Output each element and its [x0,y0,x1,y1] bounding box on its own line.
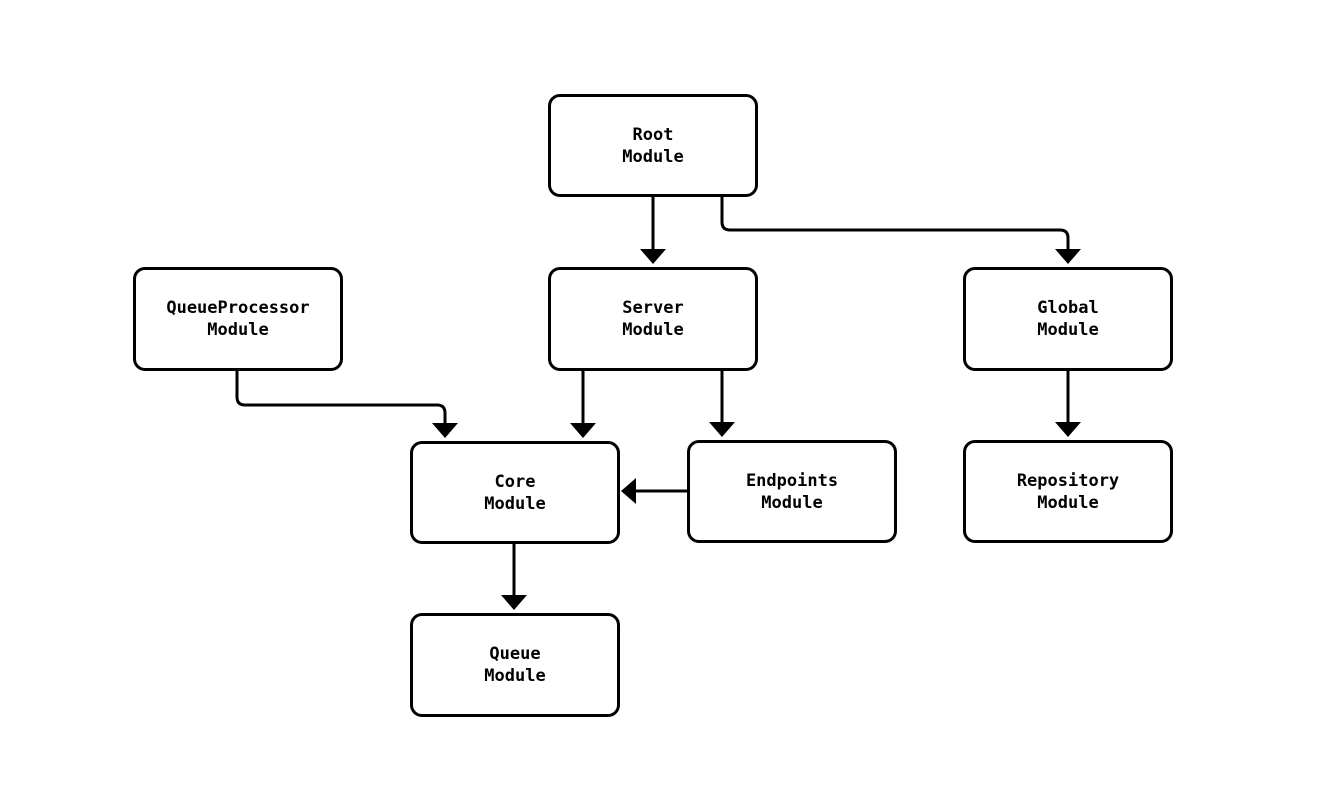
arrowhead-root-to-global [1055,249,1081,264]
node-queue[interactable]: Queue Module [410,613,620,717]
node-repository[interactable]: Repository Module [963,440,1173,543]
arrowhead-server-to-endpoints [709,422,735,437]
node-queueprocessor[interactable]: QueueProcessor Module [133,267,343,371]
node-core-label: Core Module [484,471,546,514]
node-server-label: Server Module [622,298,684,340]
arrowhead-core-to-queue [501,595,527,610]
node-root-label: Root Module [622,124,684,167]
node-queue-label: Queue Module [484,644,546,686]
node-global-label: Global Module [1037,298,1099,340]
arrowhead-root-to-server [640,249,666,264]
arrowhead-server-to-core [570,423,596,438]
node-endpoints[interactable]: Endpoints Module [687,440,897,543]
node-queueprocessor-label: QueueProcessor Module [166,298,310,340]
node-core[interactable]: Core Module [410,441,620,544]
arrowhead-endpoints-to-core [621,478,636,504]
node-endpoints-label: Endpoints Module [745,470,839,513]
arrowhead-global-to-repository [1055,422,1081,437]
node-root[interactable]: Root Module [548,94,758,197]
edge-root-to-global [720,197,1070,256]
edge-queueprocessor-to-core [235,371,447,430]
node-global[interactable]: Global Module [963,267,1173,371]
node-server[interactable]: Server Module [548,267,758,371]
node-repository-label: Repository Module [1016,470,1120,513]
arrowhead-queueprocessor-to-core [432,423,458,438]
